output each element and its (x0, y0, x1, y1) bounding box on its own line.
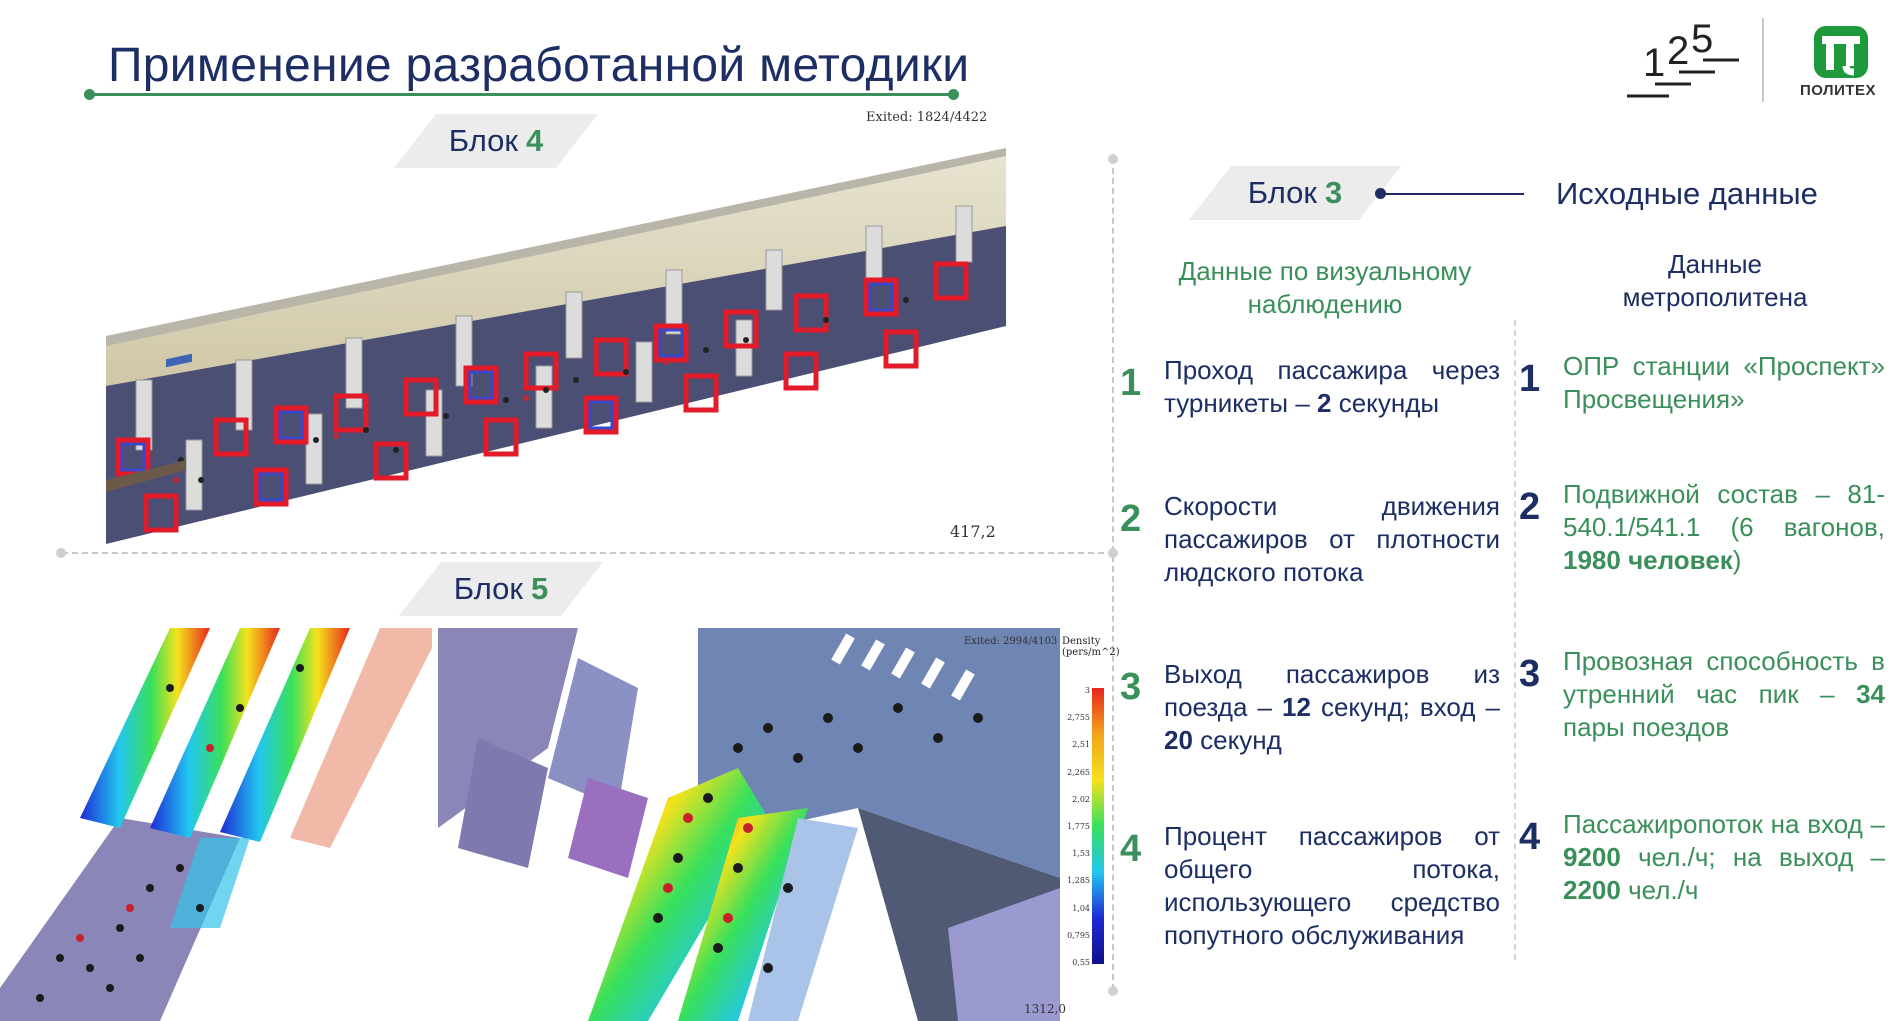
density-map-right (438, 628, 1060, 1021)
observation-item-part: Проход пассажира через турникеты – (1164, 355, 1500, 418)
block3-label: Блок (1247, 175, 1317, 210)
metro-item-text: Подвижной состав – 81-540.1/541.1 (6 ваг… (1563, 478, 1885, 577)
density-legend-tick: 0,55 (1072, 958, 1090, 967)
density-legend-ticks: 3 2,755 2,51 2,265 2,02 1,775 1,53 1,285 1,04 0,7… (1062, 686, 1090, 968)
horizontal-divider (62, 552, 1114, 554)
block4-label: Блок (448, 123, 518, 158)
metro-item-number: 1 (1519, 358, 1541, 400)
connector-line (1384, 193, 1524, 195)
top-timestamp: 417,2 (950, 522, 996, 541)
observation-item-number: 2 (1120, 498, 1142, 540)
svg-text:2: 2 (1667, 29, 1689, 73)
svg-text:5: 5 (1691, 17, 1713, 61)
observation-item-part: секунд (1192, 725, 1282, 755)
source-data-title: Исходные данные (1556, 176, 1818, 211)
metro-item-highlight: 1980 человек (1563, 545, 1733, 575)
horizontal-divider-dot (56, 548, 66, 558)
metro-item-text: Провозная способность в утренний час пик… (1563, 645, 1885, 744)
metro-item-part: Подвижной состав – 81-540.1/541.1 (6 ваг… (1563, 479, 1885, 542)
column-divider (1514, 320, 1516, 960)
polytech-logo-caption: ПОЛИТЕХ (1799, 82, 1877, 99)
metro-item-part: пары поездов (1563, 712, 1730, 742)
block5-label: Блок (453, 571, 523, 606)
observation-item-part: секунд; вход – (1310, 692, 1500, 722)
metro-item-part: Провозная способность в утренний час пик… (1563, 646, 1885, 709)
top-exited-counter: Exited: 1824/4422 (866, 110, 988, 125)
observation-item-part: Выход пассажиров из поезда – (1164, 659, 1500, 722)
vertical-divider-dot-top (1108, 154, 1118, 164)
polytech-logo: ПОЛИТЕХ (1792, 22, 1884, 106)
observation-item-highlight: 20 (1164, 725, 1193, 755)
metro-item-text: ОПР станции «Проспект» Просвещения» (1563, 350, 1885, 416)
metro-item-part: Пассажиропоток на вход – (1563, 809, 1885, 839)
bottom-timestamp: 1312,0 (1024, 1002, 1066, 1016)
density-colorbar (1092, 688, 1104, 964)
observation-item-text: Процент пассажиров от общего потока, исп… (1164, 820, 1500, 952)
observation-column-header: Данные по визуальному наблюдению (1178, 256, 1472, 319)
block5-number: 5 (531, 571, 549, 606)
density-legend-tick: 2,51 (1072, 740, 1090, 750)
block3-number: 3 (1325, 175, 1343, 210)
density-legend-tick: 1,53 (1072, 849, 1090, 859)
density-legend-title: Density (pers/m^2) (1062, 636, 1120, 658)
vertical-divider-dot-mid (1108, 548, 1118, 558)
title-underline-dot-left (84, 89, 95, 100)
observation-item-highlight: 2 (1317, 388, 1332, 418)
vertical-divider-dot-bottom (1108, 986, 1118, 996)
metro-item-highlight: 9200 (1563, 842, 1621, 872)
metro-item-number: 4 (1519, 816, 1541, 858)
metro-item-number: 2 (1519, 486, 1541, 528)
observation-item-number: 4 (1120, 828, 1142, 870)
vertical-divider (1112, 158, 1114, 990)
block4-number: 4 (526, 123, 544, 158)
density-legend-tick: 0,795 (1067, 930, 1090, 940)
observation-item-text: Проход пассажира через турникеты – 2 сек… (1164, 354, 1500, 420)
observation-item-highlight: 12 (1281, 692, 1311, 722)
density-legend-tick: 1,775 (1067, 822, 1090, 831)
metro-item-part: чел./ч; на выход – (1620, 842, 1885, 872)
metro-item-part: ) (1732, 545, 1742, 575)
observation-item-part: секунды (1331, 388, 1440, 418)
observation-item-text: Скорости движения пассажиров от плотност… (1164, 490, 1500, 589)
metro-item-highlight: 2200 (1563, 875, 1621, 905)
metro-item-number: 3 (1519, 653, 1541, 695)
metro-item-highlight: 34 (1856, 679, 1885, 709)
density-legend-tick: 1,04 (1072, 903, 1090, 913)
metro-item-part: чел./ч (1620, 875, 1699, 905)
metro-item-part: ОПР станции «Проспект» Просвещения» (1563, 351, 1885, 414)
svg-text:1: 1 (1643, 41, 1665, 85)
title-underline (88, 93, 954, 96)
logo-separator (1762, 18, 1764, 102)
density-legend-tick: 2,265 (1067, 767, 1090, 777)
density-map-left (0, 628, 432, 1021)
slide-title: Применение разработанной методики (108, 39, 970, 92)
observation-item-text: Выход пассажиров из поезда – 12 секунд; … (1164, 658, 1500, 757)
observation-item-part: Скорости движения пассажиров от плотност… (1164, 491, 1500, 587)
observation-item-number: 3 (1120, 666, 1142, 708)
simulation-3d-view (106, 140, 1006, 544)
metro-item-text: Пассажиропоток на вход – 9200 чел./ч; на… (1563, 808, 1885, 907)
density-legend-tick: 2,755 (1067, 713, 1090, 723)
density-legend-tick: 3 (1084, 686, 1090, 695)
observation-item-number: 1 (1120, 362, 1142, 404)
anniversary-logo: 1 2 5 (1625, 14, 1743, 104)
density-legend-tick: 1,285 (1067, 876, 1090, 886)
observation-item-part: Процент пассажиров от общего потока, исп… (1164, 821, 1500, 950)
density-legend-tick: 2,02 (1072, 794, 1090, 804)
title-underline-dot-right (948, 89, 959, 100)
bottom-exited-counter: Exited: 2994/4103 (964, 636, 1058, 647)
connector-dot (1375, 188, 1386, 199)
metro-column-header: Данные метрополитена (1622, 249, 1808, 312)
density-legend: Density (pers/m^2) 3 2,755 2,51 2,265 2,02 1,… (1062, 636, 1120, 976)
